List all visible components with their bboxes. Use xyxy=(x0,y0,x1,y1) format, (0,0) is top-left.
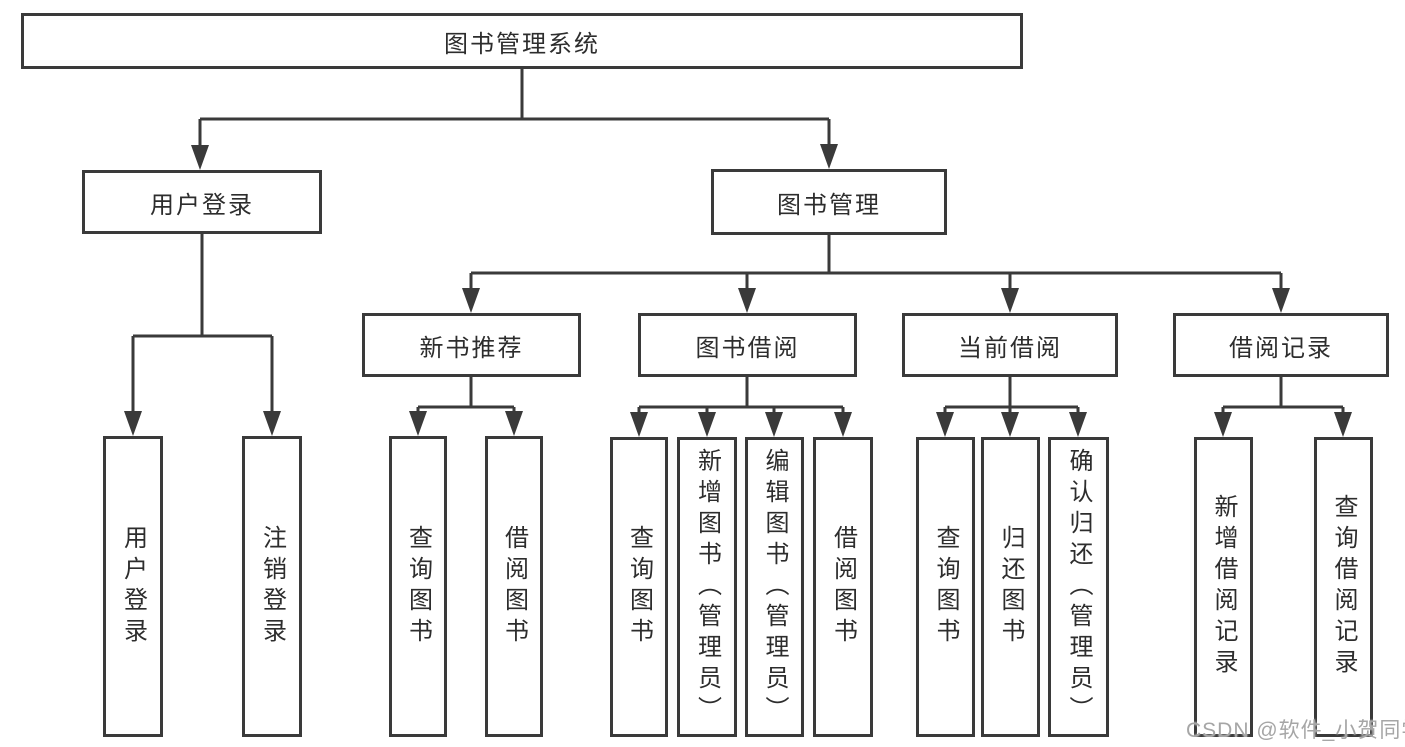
node-label: 查询图书 xyxy=(404,524,432,649)
node-label: 查询图书 xyxy=(625,525,653,649)
node-label: 借阅图书 xyxy=(500,524,528,649)
node-book-borrowing: 图书借阅 xyxy=(638,313,857,377)
leaf-records-add-record: 新增借阅记录 xyxy=(1194,437,1253,737)
node-label: 编辑图书（管理员） xyxy=(761,447,788,727)
csdn-watermark: CSDN @软件_小贺同学 xyxy=(1186,719,1405,742)
leaf-recommend-borrow-books: 借阅图书 xyxy=(485,436,543,737)
node-label: 图书借阅 xyxy=(695,334,800,362)
leaf-borrow-add-books-admin: 新增图书（管理员） xyxy=(677,437,737,737)
node-label: 查询借阅记录 xyxy=(1330,494,1357,680)
leaf-borrow-borrow-books: 借阅图书 xyxy=(813,437,873,737)
node-label: 归还图书 xyxy=(997,525,1024,649)
node-label: 用户登录 xyxy=(150,191,254,219)
leaf-user-login: 用户登录 xyxy=(103,436,163,737)
node-borrowing-records: 借阅记录 xyxy=(1173,313,1389,377)
node-label: 注销登录 xyxy=(258,524,286,649)
node-book-management: 图书管理 xyxy=(711,169,947,235)
node-label: 新书推荐 xyxy=(419,334,524,362)
leaf-records-query-record: 查询借阅记录 xyxy=(1314,437,1373,737)
node-current-borrowing: 当前借阅 xyxy=(902,313,1118,377)
node-label: 图书管理系统 xyxy=(444,30,600,58)
node-label: 图书管理 xyxy=(777,191,881,219)
leaf-recommend-query-books: 查询图书 xyxy=(389,436,447,737)
node-label: 用户登录 xyxy=(119,524,147,649)
node-user-login: 用户登录 xyxy=(82,170,322,234)
node-label: 新增借阅记录 xyxy=(1210,494,1237,680)
node-library-system: 图书管理系统 xyxy=(21,13,1023,69)
leaf-borrow-query-books: 查询图书 xyxy=(610,437,668,737)
leaf-current-return-books: 归还图书 xyxy=(981,437,1040,737)
node-label: 当前借阅 xyxy=(958,334,1062,362)
node-label: 确认归还（管理员） xyxy=(1065,447,1092,727)
node-label: 查询图书 xyxy=(932,525,959,649)
node-label: 借阅图书 xyxy=(829,525,857,649)
leaf-logout: 注销登录 xyxy=(242,436,302,737)
leaf-borrow-edit-books-admin: 编辑图书（管理员） xyxy=(745,437,804,737)
node-new-book-recommend: 新书推荐 xyxy=(362,313,581,377)
node-label: 新增图书（管理员） xyxy=(693,447,721,727)
node-label: 借阅记录 xyxy=(1229,334,1333,362)
leaf-current-query-books: 查询图书 xyxy=(916,437,975,737)
leaf-current-confirm-return-admin: 确认归还（管理员） xyxy=(1048,437,1109,737)
